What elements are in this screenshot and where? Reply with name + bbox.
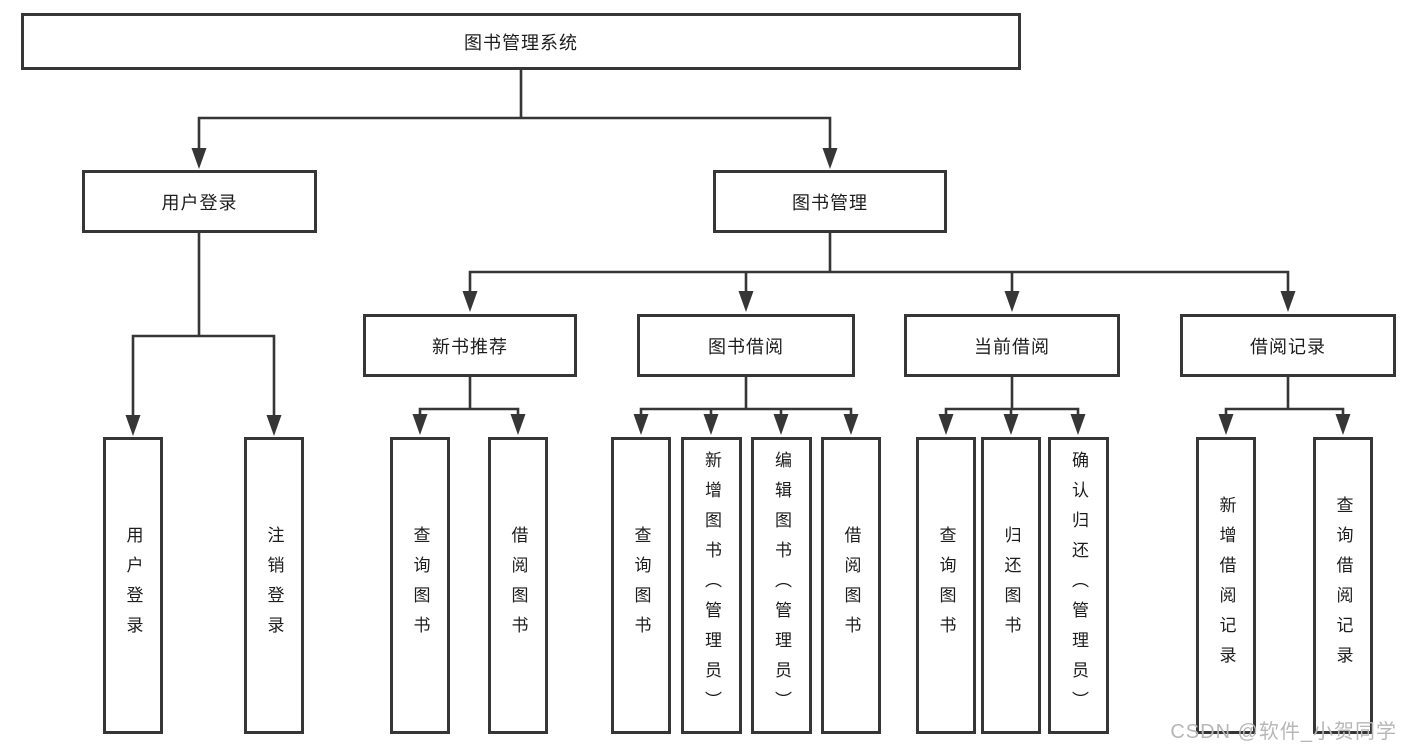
arrowhead <box>1218 414 1234 435</box>
leaf-confirm-return-admin: 确认归还（管理员） <box>1048 437 1109 734</box>
arrowhead <box>1280 291 1296 312</box>
node-book-borrowing: 图书借阅 <box>637 314 855 377</box>
leaf-query-books-2: 查询图书 <box>611 437 671 734</box>
leaf-query-books-1: 查询图书 <box>390 437 450 734</box>
node-user-login: 用户登录 <box>82 170 317 233</box>
leaf-add-borrow-record: 新增借阅记录 <box>1196 437 1256 734</box>
connector-book-borrow-children <box>633 375 859 435</box>
connector-new-book-rec-children <box>412 375 526 435</box>
arrowhead <box>1004 291 1020 312</box>
csdn-watermark: CSDN @软件_小贺同学 <box>1170 721 1397 743</box>
connector-root-to-level1 <box>191 68 838 169</box>
leaf-borrow-books-2: 借阅图书 <box>821 437 881 734</box>
arrowhead <box>1003 414 1019 435</box>
arrowhead <box>510 414 526 435</box>
node-new-book-recommend: 新书推荐 <box>363 314 577 377</box>
leaf-borrow-books-1: 借阅图书 <box>488 437 548 734</box>
arrowhead <box>191 148 207 169</box>
leaf-user-login: 用户登录 <box>103 437 163 734</box>
arrowhead <box>266 415 282 436</box>
leaf-logout: 注销登录 <box>244 437 304 734</box>
connector-user-login-children <box>125 231 282 436</box>
leaf-return-books: 归还图书 <box>981 437 1041 734</box>
node-book-management: 图书管理 <box>713 170 947 233</box>
leaf-add-books-admin: 新增图书（管理员） <box>681 437 742 734</box>
leaf-query-borrow-record: 查询借阅记录 <box>1313 437 1373 734</box>
arrowhead <box>1070 414 1086 435</box>
connector-borrow-records-children <box>1218 375 1351 435</box>
arrowhead <box>703 414 719 435</box>
arrowhead <box>125 415 141 436</box>
arrowhead <box>738 291 754 312</box>
node-borrow-records: 借阅记录 <box>1180 314 1396 377</box>
connector-current-borrow-children <box>938 375 1086 435</box>
arrowhead <box>1335 414 1351 435</box>
arrowhead <box>822 148 838 169</box>
arrowhead <box>773 414 789 435</box>
node-root-library-system: 图书管理系统 <box>21 13 1021 70</box>
leaf-edit-books-admin: 编辑图书（管理员） <box>751 437 812 734</box>
node-current-borrowing: 当前借阅 <box>904 314 1120 377</box>
leaf-query-books-3: 查询图书 <box>916 437 976 734</box>
arrowhead <box>843 414 859 435</box>
arrowhead <box>938 414 954 435</box>
arrowhead <box>633 414 649 435</box>
arrowhead <box>462 291 478 312</box>
arrowhead <box>412 414 428 435</box>
connector-book-mgmt-children <box>462 231 1296 312</box>
